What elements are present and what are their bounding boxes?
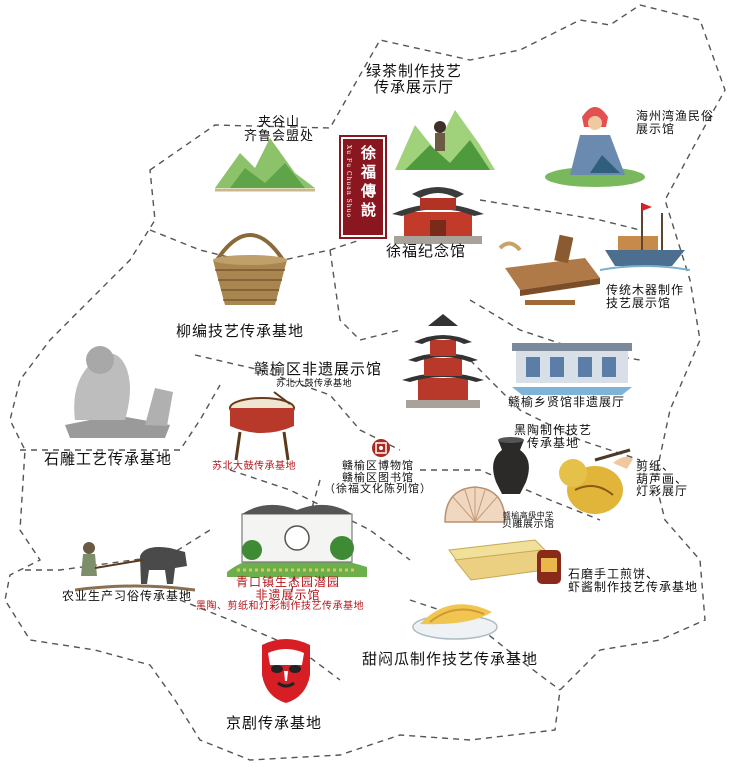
gourd-painting-icon	[559, 448, 633, 514]
label-shell-carving[interactable]: 赣榆高级中学 贝雕展示馆	[502, 511, 555, 531]
route-south-4	[289, 479, 321, 601]
route-mid-2	[329, 249, 401, 341]
tea-hill-icon	[215, 138, 315, 192]
route-east-2	[469, 299, 641, 361]
label-drum-base[interactable]: 苏北大鼓传承基地	[212, 461, 296, 472]
route-east-3	[469, 359, 641, 461]
stone-lion-icon	[65, 346, 173, 438]
route-stone	[25, 529, 211, 571]
outer-border-north	[4, 4, 726, 761]
label-papercut-gourd[interactable]: 剪纸、 葫芦画、 灯彩展厅	[636, 459, 689, 499]
label-xufu-memorial[interactable]: 徐福纪念馆	[386, 242, 467, 260]
route-south-1	[229, 469, 411, 561]
label-xianxian-hall[interactable]: 赣榆乡贤馆非遗展厅	[508, 395, 626, 409]
label-woodware[interactable]: 传统木器制作 技艺展示馆	[606, 283, 685, 310]
basket-icon	[213, 233, 287, 305]
label-jiagu-mountain[interactable]: 夹谷山 齐鲁会盟处	[244, 115, 315, 144]
label-green-tea[interactable]: 绿茶制作技艺 传承展示厅	[366, 62, 463, 96]
fishing-woman-icon	[545, 107, 645, 187]
route-east-1	[479, 199, 641, 231]
label-museum-library[interactable]: 赣榆区博物馆 赣榆区图书馆 （徐福文化陈列馆）	[324, 459, 432, 496]
opera-mask-icon	[262, 639, 310, 703]
jianbing-icon	[448, 539, 561, 584]
label-drum-base-small: 苏北大鼓传承基地	[276, 379, 353, 389]
label-agriculture[interactable]: 农业生产习俗传承基地	[62, 589, 193, 603]
museum-logo-icon	[372, 439, 390, 457]
route-west	[20, 384, 221, 451]
route-mid-1	[194, 354, 401, 451]
label-feiyi-hall[interactable]: 赣榆区非遗展示馆	[254, 360, 383, 378]
fishing-boat-icon	[600, 203, 690, 271]
black-pottery-icon	[493, 437, 529, 494]
xufu-temple-icon	[392, 187, 484, 244]
hall-building-icon	[512, 343, 632, 395]
label-melon[interactable]: 甜闷瓜制作技艺传承基地	[362, 650, 539, 668]
ox-plough-icon	[75, 542, 195, 592]
melon-icon	[412, 604, 498, 640]
xufu-legend-seal: 徐福傳說 Xu Fu Chuan Shuo	[339, 135, 387, 239]
route-south-2	[179, 599, 341, 681]
wood-plane-icon	[498, 234, 600, 305]
label-qingkou-garden[interactable]: 青口镇生态园潜园 非遗展示馆	[236, 575, 341, 602]
label-black-pottery[interactable]: 黑陶制作技艺 传承基地	[514, 423, 593, 450]
seal-title: 徐福傳說	[359, 145, 377, 221]
shell-carving-icon	[444, 486, 506, 523]
drum-icon	[229, 391, 295, 461]
pagoda-icon	[402, 314, 484, 408]
label-qingkou-sub: 黑陶、剪纸和灯彩制作技艺传承基地	[196, 601, 364, 612]
label-liubian[interactable]: 柳编技艺传承基地	[176, 322, 305, 340]
label-stone-carving[interactable]: 石雕工艺传承基地	[44, 450, 173, 468]
garden-icon	[227, 504, 367, 577]
tea-picker-icon	[395, 110, 495, 170]
label-haizhou-fishing[interactable]: 海州湾渔民俗 展示馆	[636, 109, 715, 136]
label-jianbing[interactable]: 石磨手工煎饼、 虾酱制作技艺传承基地	[568, 567, 699, 594]
label-opera[interactable]: 京剧传承基地	[226, 714, 323, 732]
seal-subtitle: Xu Fu Chuan Shuo	[345, 145, 352, 219]
